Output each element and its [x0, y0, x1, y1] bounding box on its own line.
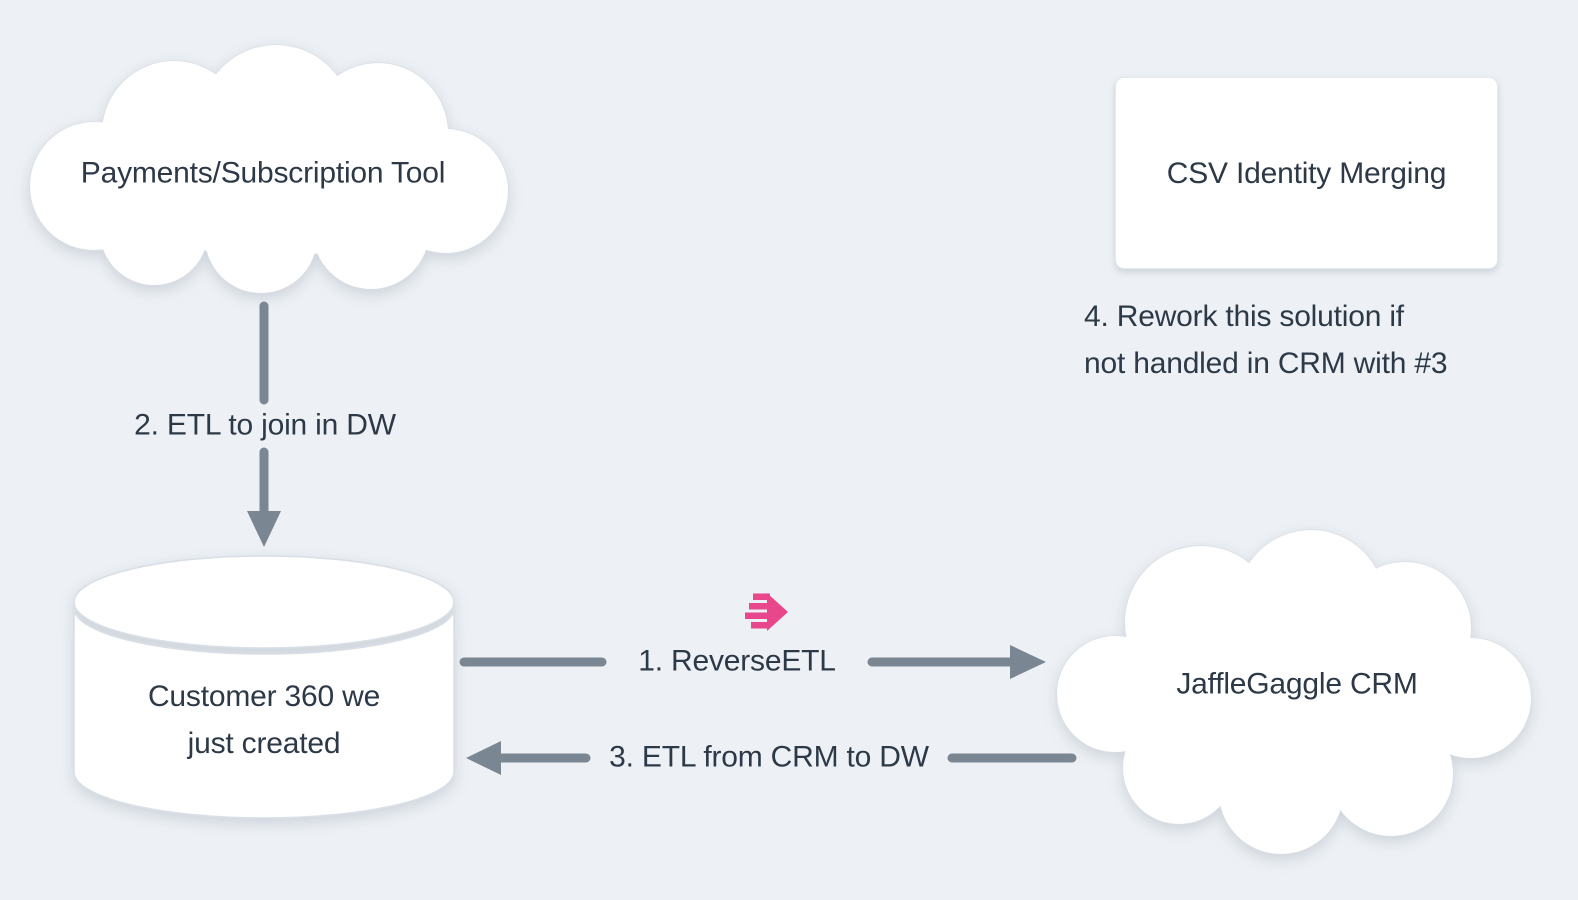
crm-cloud-shape: [1056, 529, 1532, 855]
edge-etl-from-crm-label: 3. ETL from CRM to DW: [609, 740, 929, 774]
payments-cloud-label: Payments/Subscription Tool: [80, 156, 446, 190]
customer-db-label-line2: just created: [187, 727, 341, 760]
edge-reverse-etl-arrow: [459, 645, 1046, 679]
customer-db-label-line1: Customer 360 we: [147, 680, 381, 713]
hightouch-logo-icon: [745, 593, 788, 631]
edge-etl-from-crm-arrow: [466, 741, 1077, 775]
edge-etl-to-dw-arrow: [247, 301, 281, 547]
payments-cloud-shape: [29, 44, 509, 294]
customer-db-cylinder-shape: [73, 555, 455, 819]
csv-merging-card-label: CSV Identity Merging: [1166, 156, 1447, 190]
rework-note: 4. Rework this solution if not handled i…: [1084, 293, 1448, 387]
edge-etl-to-dw-label: 2. ETL to join in DW: [134, 408, 396, 442]
crm-cloud-label: JaffleGaggle CRM: [1176, 667, 1418, 701]
edge-reverse-etl-label: 1. ReverseETL: [638, 644, 836, 678]
rework-note-line1: 4. Rework this solution if: [1084, 300, 1404, 333]
customer-db-label: Customer 360 we just created: [148, 673, 380, 767]
rework-note-line2: not handled in CRM with #3: [1084, 347, 1448, 380]
csv-merging-card: CSV Identity Merging: [1115, 77, 1498, 269]
